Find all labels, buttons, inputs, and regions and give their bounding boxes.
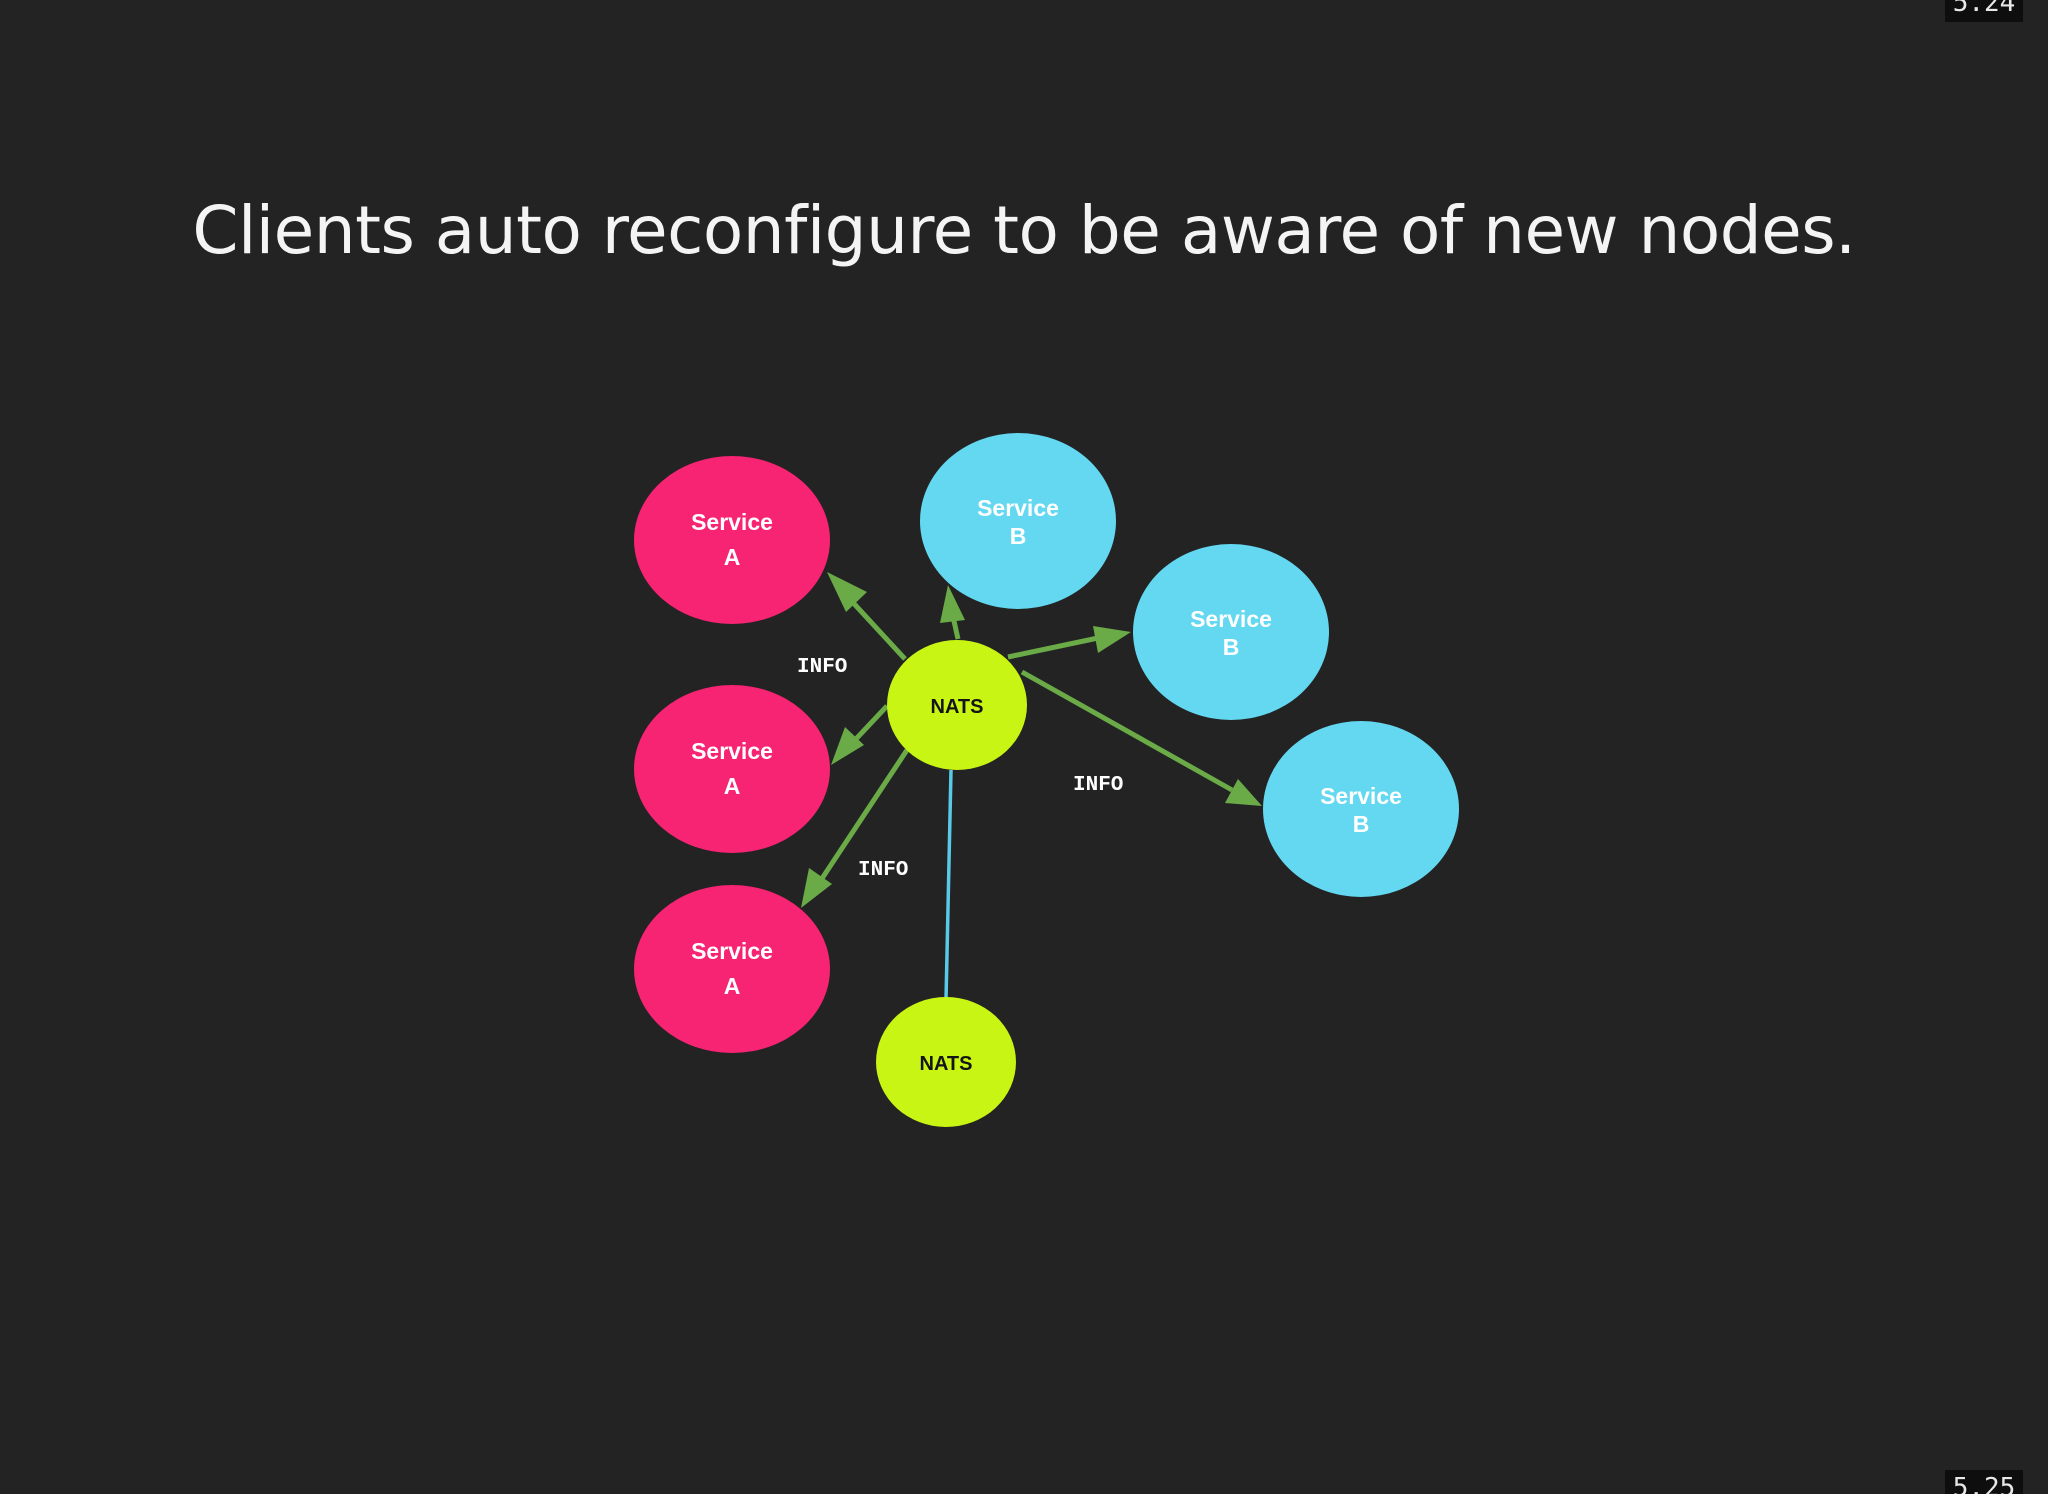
nats-new-server-node: NATS (876, 997, 1016, 1127)
page-number-bottom: 5.25 (1945, 1470, 2023, 1494)
service-a-label: Service (691, 938, 773, 964)
arrow-to-service-a-1 (844, 593, 907, 661)
service-a-letter: A (724, 973, 741, 999)
service-b-ellipse (1133, 544, 1329, 720)
slide-title: Clients auto reconfigure to be aware of … (192, 192, 1856, 269)
service-b-node: Service B (1263, 721, 1459, 897)
info-label: INFO (858, 859, 908, 882)
info-arrows (801, 572, 1262, 908)
arrowhead-service-a-3 (801, 868, 832, 908)
info-label: INFO (1073, 774, 1123, 797)
service-a-letter: A (724, 544, 741, 570)
service-a-node: Service A (634, 885, 830, 1053)
service-a-ellipse (634, 685, 830, 853)
arrowhead-service-b-1 (940, 585, 965, 623)
service-a-node: Service A (634, 685, 830, 853)
arrowhead-service-a-1 (827, 572, 867, 612)
nats-ellipse (887, 640, 1027, 770)
nats-label: NATS (920, 1053, 973, 1075)
service-a-label: Service (691, 509, 773, 535)
service-b-letter: B (1010, 523, 1027, 549)
service-b-label: Service (1190, 606, 1272, 632)
arrow-to-service-b-2 (1007, 635, 1099, 660)
service-b-ellipse (1263, 721, 1459, 897)
service-a-node: Service A (634, 456, 830, 624)
nats-server-node: NATS (887, 640, 1027, 770)
info-label: INFO (797, 656, 847, 679)
service-b-node: Service B (1133, 544, 1329, 720)
nats-cluster-link (944, 769, 953, 1001)
arrow-to-service-a-2 (853, 704, 889, 742)
service-a-ellipse (634, 885, 830, 1053)
service-b-node: Service B (920, 433, 1116, 609)
arrow-to-service-b-3 (1020, 669, 1234, 793)
arrowhead-service-b-3 (1225, 779, 1262, 806)
service-b-letter: B (1223, 634, 1240, 660)
service-a-ellipse (634, 456, 830, 624)
service-b-label: Service (1320, 783, 1402, 809)
nats-ellipse (876, 997, 1016, 1127)
arrow-to-service-a-3 (818, 748, 910, 882)
service-b-ellipse (920, 433, 1116, 609)
arrowhead-service-a-2 (831, 727, 864, 765)
nats-label: NATS (931, 696, 984, 718)
service-a-letter: A (724, 773, 741, 799)
service-b-letter: B (1353, 811, 1370, 837)
page-number-top: 5.24 (1945, 0, 2023, 22)
service-b-label: Service (977, 495, 1059, 521)
service-a-label: Service (691, 738, 773, 764)
arrowhead-service-b-2 (1093, 626, 1131, 653)
